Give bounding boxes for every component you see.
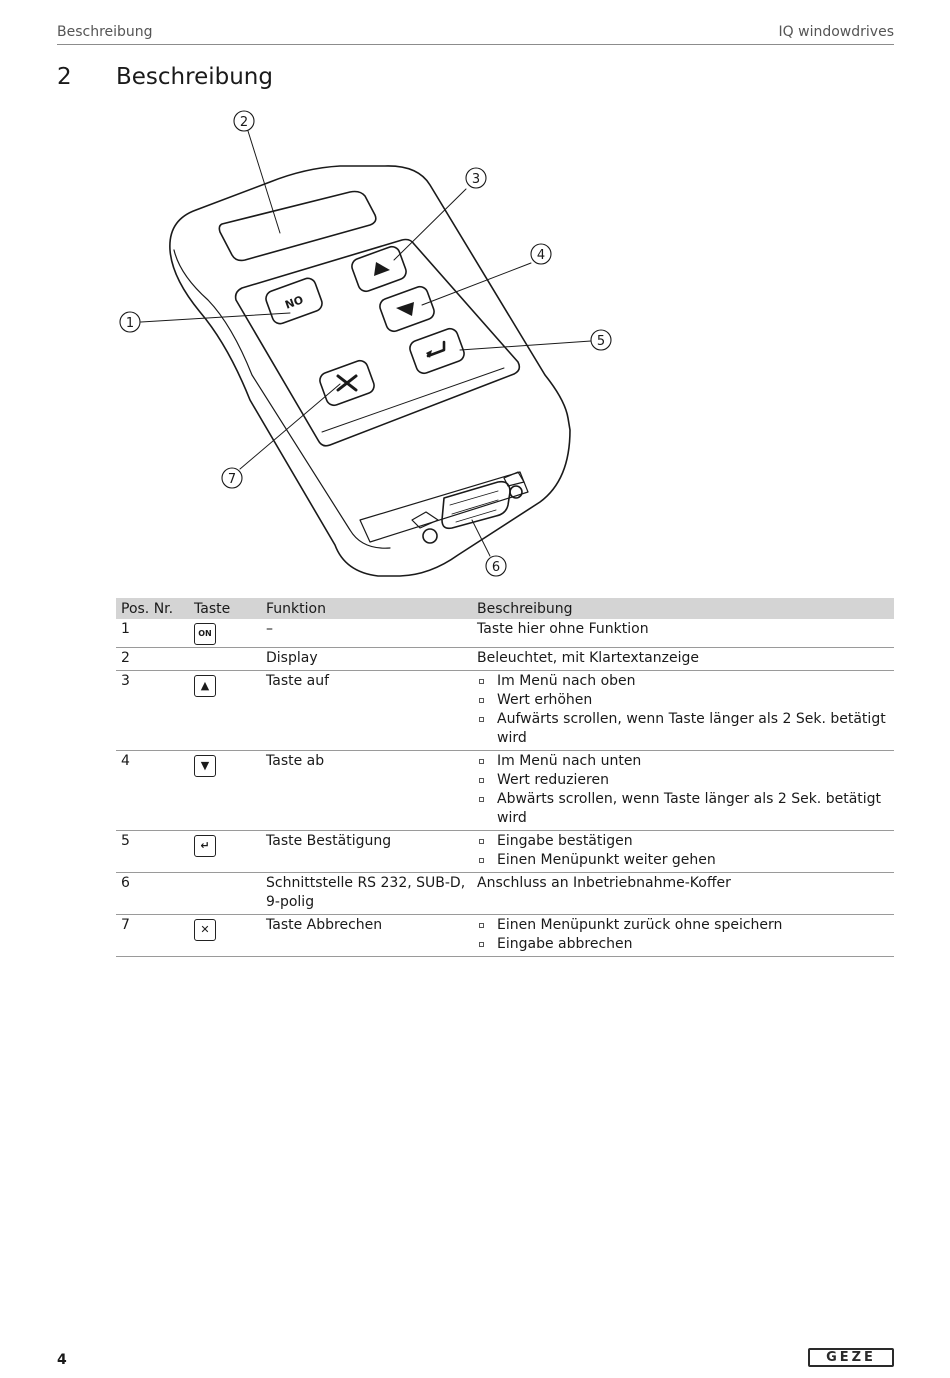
table-header-row: Pos. Nr. Taste Funktion Beschreibung bbox=[116, 598, 894, 619]
function-cell: – bbox=[261, 619, 472, 648]
sub-d-connector bbox=[441, 480, 511, 530]
key-cell bbox=[189, 647, 261, 671]
description-item: Einen Menüpunkt weiter gehen bbox=[477, 851, 890, 870]
description-item: Aufwärts scrollen, wenn Taste länger als… bbox=[477, 710, 890, 748]
function-cell: Taste Bestätigung bbox=[261, 830, 472, 873]
callout-6 bbox=[485, 555, 507, 577]
function-cell: Schnittstelle RS 232, SUB-D, 9-polig bbox=[261, 872, 472, 915]
callout-1 bbox=[119, 311, 141, 333]
callout-4 bbox=[530, 243, 552, 265]
pos-cell: 3 bbox=[116, 670, 189, 751]
key-cell: ▲ bbox=[189, 670, 261, 751]
description-cell: Beleuchtet, mit Klartextanzeige bbox=[472, 647, 894, 671]
description-item: Wert reduzieren bbox=[477, 771, 890, 790]
description-cell: Anschluss an Inbetriebnahme-Koffer bbox=[472, 872, 894, 915]
callout-label-5: 5 bbox=[597, 334, 605, 349]
key-cell: ▼ bbox=[189, 750, 261, 831]
callout-7 bbox=[221, 467, 243, 489]
callout-2 bbox=[233, 110, 255, 132]
header-function: Funktion bbox=[261, 598, 472, 619]
header-pos: Pos. Nr. bbox=[116, 598, 189, 619]
arrow-up-key-icon: ▲ bbox=[194, 675, 216, 697]
key-cell: ON bbox=[189, 619, 261, 648]
device-illustration: ON bbox=[119, 110, 612, 577]
pos-cell: 4 bbox=[116, 750, 189, 831]
pos-cell: 6 bbox=[116, 872, 189, 915]
description-item: Im Menü nach unten bbox=[477, 752, 890, 771]
cancel-key-icon bbox=[319, 359, 375, 407]
description-item: Abwärts scrollen, wenn Taste länger als … bbox=[477, 790, 890, 828]
arrow-down-key-icon bbox=[379, 285, 435, 333]
description-item: Wert erhöhen bbox=[477, 691, 890, 710]
pos-cell: 7 bbox=[116, 914, 189, 957]
callout-label-4: 4 bbox=[537, 248, 545, 263]
geze-logo: GEZE bbox=[808, 1348, 894, 1367]
display-window bbox=[218, 190, 377, 262]
chapter-title: Beschreibung bbox=[116, 64, 273, 90]
description-item: Einen Menüpunkt zurück ohne speichern bbox=[477, 916, 890, 935]
device-body bbox=[169, 165, 571, 577]
function-cell: Display bbox=[261, 647, 472, 671]
header-product: IQ windowdrives bbox=[778, 24, 894, 40]
function-cell: Taste ab bbox=[261, 750, 472, 831]
callout-label-2: 2 bbox=[240, 115, 248, 130]
arrow-down-key-icon: ▼ bbox=[194, 755, 216, 777]
table-row: 2 Display Beleuchtet, mit Klartextanzeige bbox=[116, 647, 894, 671]
description-text: Taste hier ohne Funktion bbox=[477, 621, 649, 637]
function-cell: Taste Abbrechen bbox=[261, 914, 472, 957]
enter-key-icon bbox=[409, 327, 465, 375]
key-cell bbox=[189, 872, 261, 915]
arrow-up-key-icon bbox=[351, 245, 407, 293]
keypad-panel bbox=[234, 238, 521, 447]
callout-label-3: 3 bbox=[472, 172, 480, 187]
pos-cell: 2 bbox=[116, 647, 189, 671]
cancel-key-icon: ✕ bbox=[194, 919, 216, 941]
description-text: Anschluss an Inbetriebnahme-Koffer bbox=[477, 875, 731, 891]
pos-cell: 1 bbox=[116, 619, 189, 648]
page-number: 4 bbox=[57, 1352, 67, 1368]
callout-label-7: 7 bbox=[228, 472, 236, 487]
enter-key-icon: ↵ bbox=[194, 835, 216, 857]
description-item: Eingabe bestätigen bbox=[477, 832, 890, 851]
on-key-label: ON bbox=[283, 292, 305, 311]
on-key-icon: ON bbox=[265, 277, 323, 325]
chapter-number: 2 bbox=[57, 64, 72, 90]
header-key: Taste bbox=[189, 598, 261, 619]
callout-label-6: 6 bbox=[492, 560, 500, 575]
description-item: Im Menü nach oben bbox=[477, 672, 890, 691]
key-cell: ✕ bbox=[189, 914, 261, 957]
description-cell: Taste hier ohne Funktion bbox=[472, 619, 894, 648]
callout-5 bbox=[590, 329, 612, 351]
table-row: 6 Schnittstelle RS 232, SUB-D, 9-polig Ans… bbox=[116, 872, 894, 915]
callout-3 bbox=[465, 167, 487, 189]
function-cell: Taste auf bbox=[261, 670, 472, 751]
key-cell: ↵ bbox=[189, 830, 261, 873]
running-header: Beschreibung IQ windowdrives bbox=[57, 24, 894, 45]
on-key-icon: ON bbox=[194, 623, 216, 645]
pos-cell: 5 bbox=[116, 830, 189, 873]
description-text: Beleuchtet, mit Klartextanzeige bbox=[477, 650, 699, 666]
header-description: Beschreibung bbox=[472, 598, 894, 619]
description-item: Eingabe abbrechen bbox=[477, 935, 890, 954]
header-section: Beschreibung bbox=[57, 24, 153, 40]
callout-label-1: 1 bbox=[126, 316, 134, 331]
